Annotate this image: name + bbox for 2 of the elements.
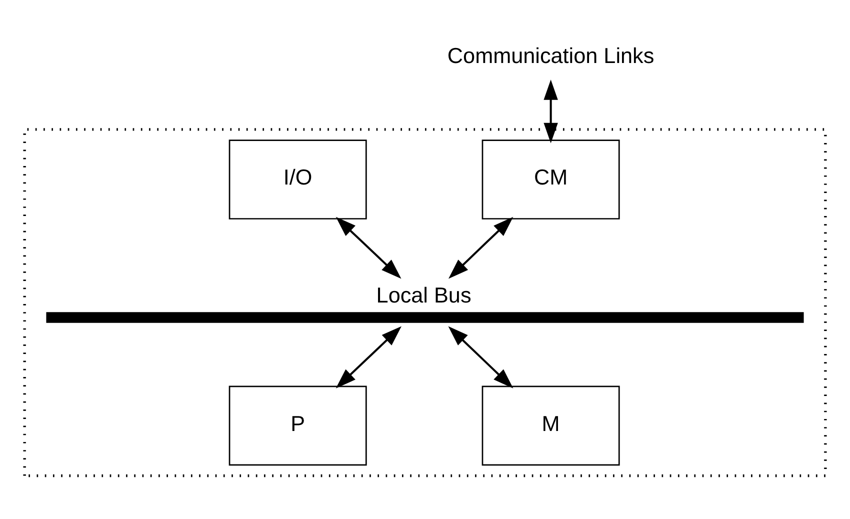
node-text: Communication Links (447, 42, 654, 68)
node-label: Local Bus (376, 282, 472, 307)
